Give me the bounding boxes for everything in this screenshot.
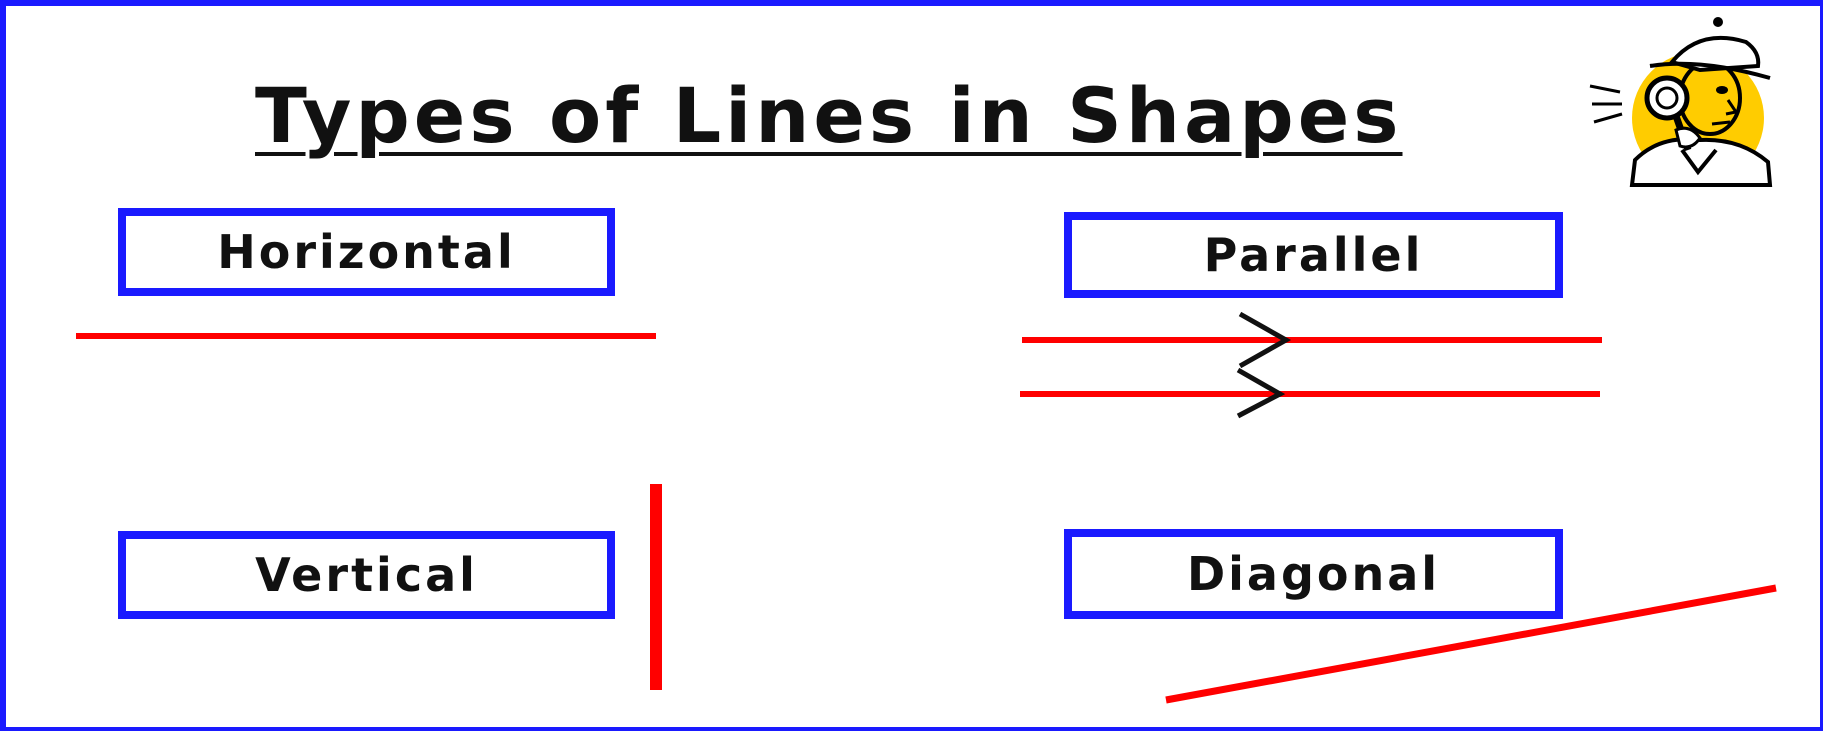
diagonal-label: Diagonal bbox=[1186, 547, 1441, 601]
parallel-arrow-mark-top bbox=[1238, 311, 1292, 369]
parallel-label: Parallel bbox=[1203, 228, 1424, 282]
horizontal-label-box: Horizontal bbox=[118, 208, 615, 296]
parallel-label-box: Parallel bbox=[1064, 212, 1563, 298]
vertical-label: Vertical bbox=[255, 548, 478, 602]
page-title: Types of Lines in Shapes bbox=[255, 71, 1403, 160]
diagonal-label-box: Diagonal bbox=[1064, 529, 1563, 619]
diagonal-line bbox=[1165, 584, 1777, 704]
vertical-label-box: Vertical bbox=[118, 531, 615, 619]
parallel-arrow-mark-bottom bbox=[1236, 367, 1286, 419]
horizontal-label: Horizontal bbox=[217, 225, 516, 279]
detective-icon bbox=[1589, 17, 1773, 187]
